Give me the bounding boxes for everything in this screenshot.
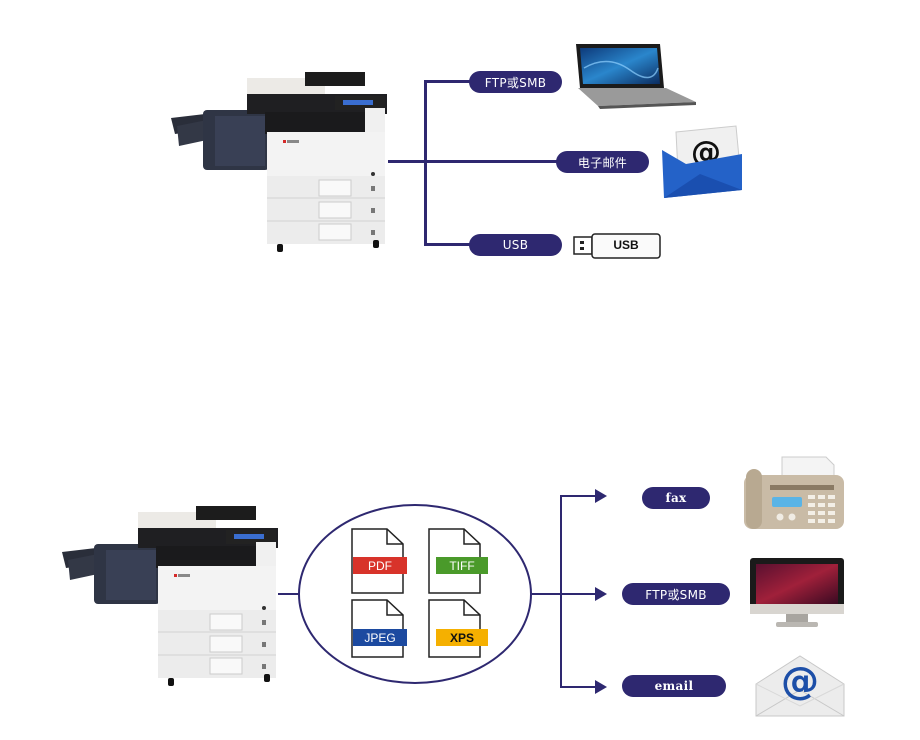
- fax-machine-icon: [744, 456, 844, 529]
- connector-line: [388, 160, 426, 163]
- target-label-email: 电子邮件: [556, 151, 649, 173]
- laptop-icon: [576, 44, 696, 109]
- target-label-email: email: [622, 675, 726, 697]
- target-label-fax: fax: [642, 487, 710, 509]
- connector-line: [560, 593, 596, 595]
- svg-text:@: @: [781, 659, 819, 703]
- connector-line: [560, 495, 562, 688]
- target-label-ftp-smb: FTP或SMB: [622, 583, 730, 605]
- connector-line: [424, 80, 474, 83]
- multifunction-printer-icon: [62, 506, 278, 686]
- connector-line: [532, 593, 562, 595]
- multifunction-printer-icon: [171, 72, 387, 252]
- email-envelope-icon: @: [662, 125, 742, 198]
- format-label-pdf: PDF: [353, 557, 407, 574]
- format-label-xps: XPS: [436, 629, 488, 646]
- usb-device-label: USB: [613, 238, 639, 252]
- connector-line: [278, 593, 300, 595]
- file-format-group: [298, 504, 532, 684]
- connector-line: [560, 686, 596, 688]
- target-label-ftp-smb: FTP或SMB: [469, 71, 562, 93]
- file-icon-xps: XPS: [428, 599, 488, 665]
- connector-line: [560, 495, 596, 497]
- usb-drive-icon: [573, 233, 661, 259]
- arrow-head-icon: [595, 587, 607, 601]
- format-label-tiff: TIFF: [436, 557, 488, 574]
- file-icon-pdf: PDF: [351, 528, 407, 594]
- file-icon-jpeg: JPEG: [351, 599, 407, 665]
- target-label-usb: USB: [469, 234, 562, 256]
- connector-line: [426, 160, 560, 163]
- connector-line: [424, 80, 427, 245]
- arrow-head-icon: [595, 680, 607, 694]
- email-envelope-icon: @: [755, 655, 845, 717]
- connector-line: [424, 243, 474, 246]
- format-label-jpeg: JPEG: [353, 629, 407, 646]
- file-icon-tiff: TIFF: [428, 528, 488, 594]
- arrow-head-icon: [595, 489, 607, 503]
- monitor-icon: [750, 558, 844, 627]
